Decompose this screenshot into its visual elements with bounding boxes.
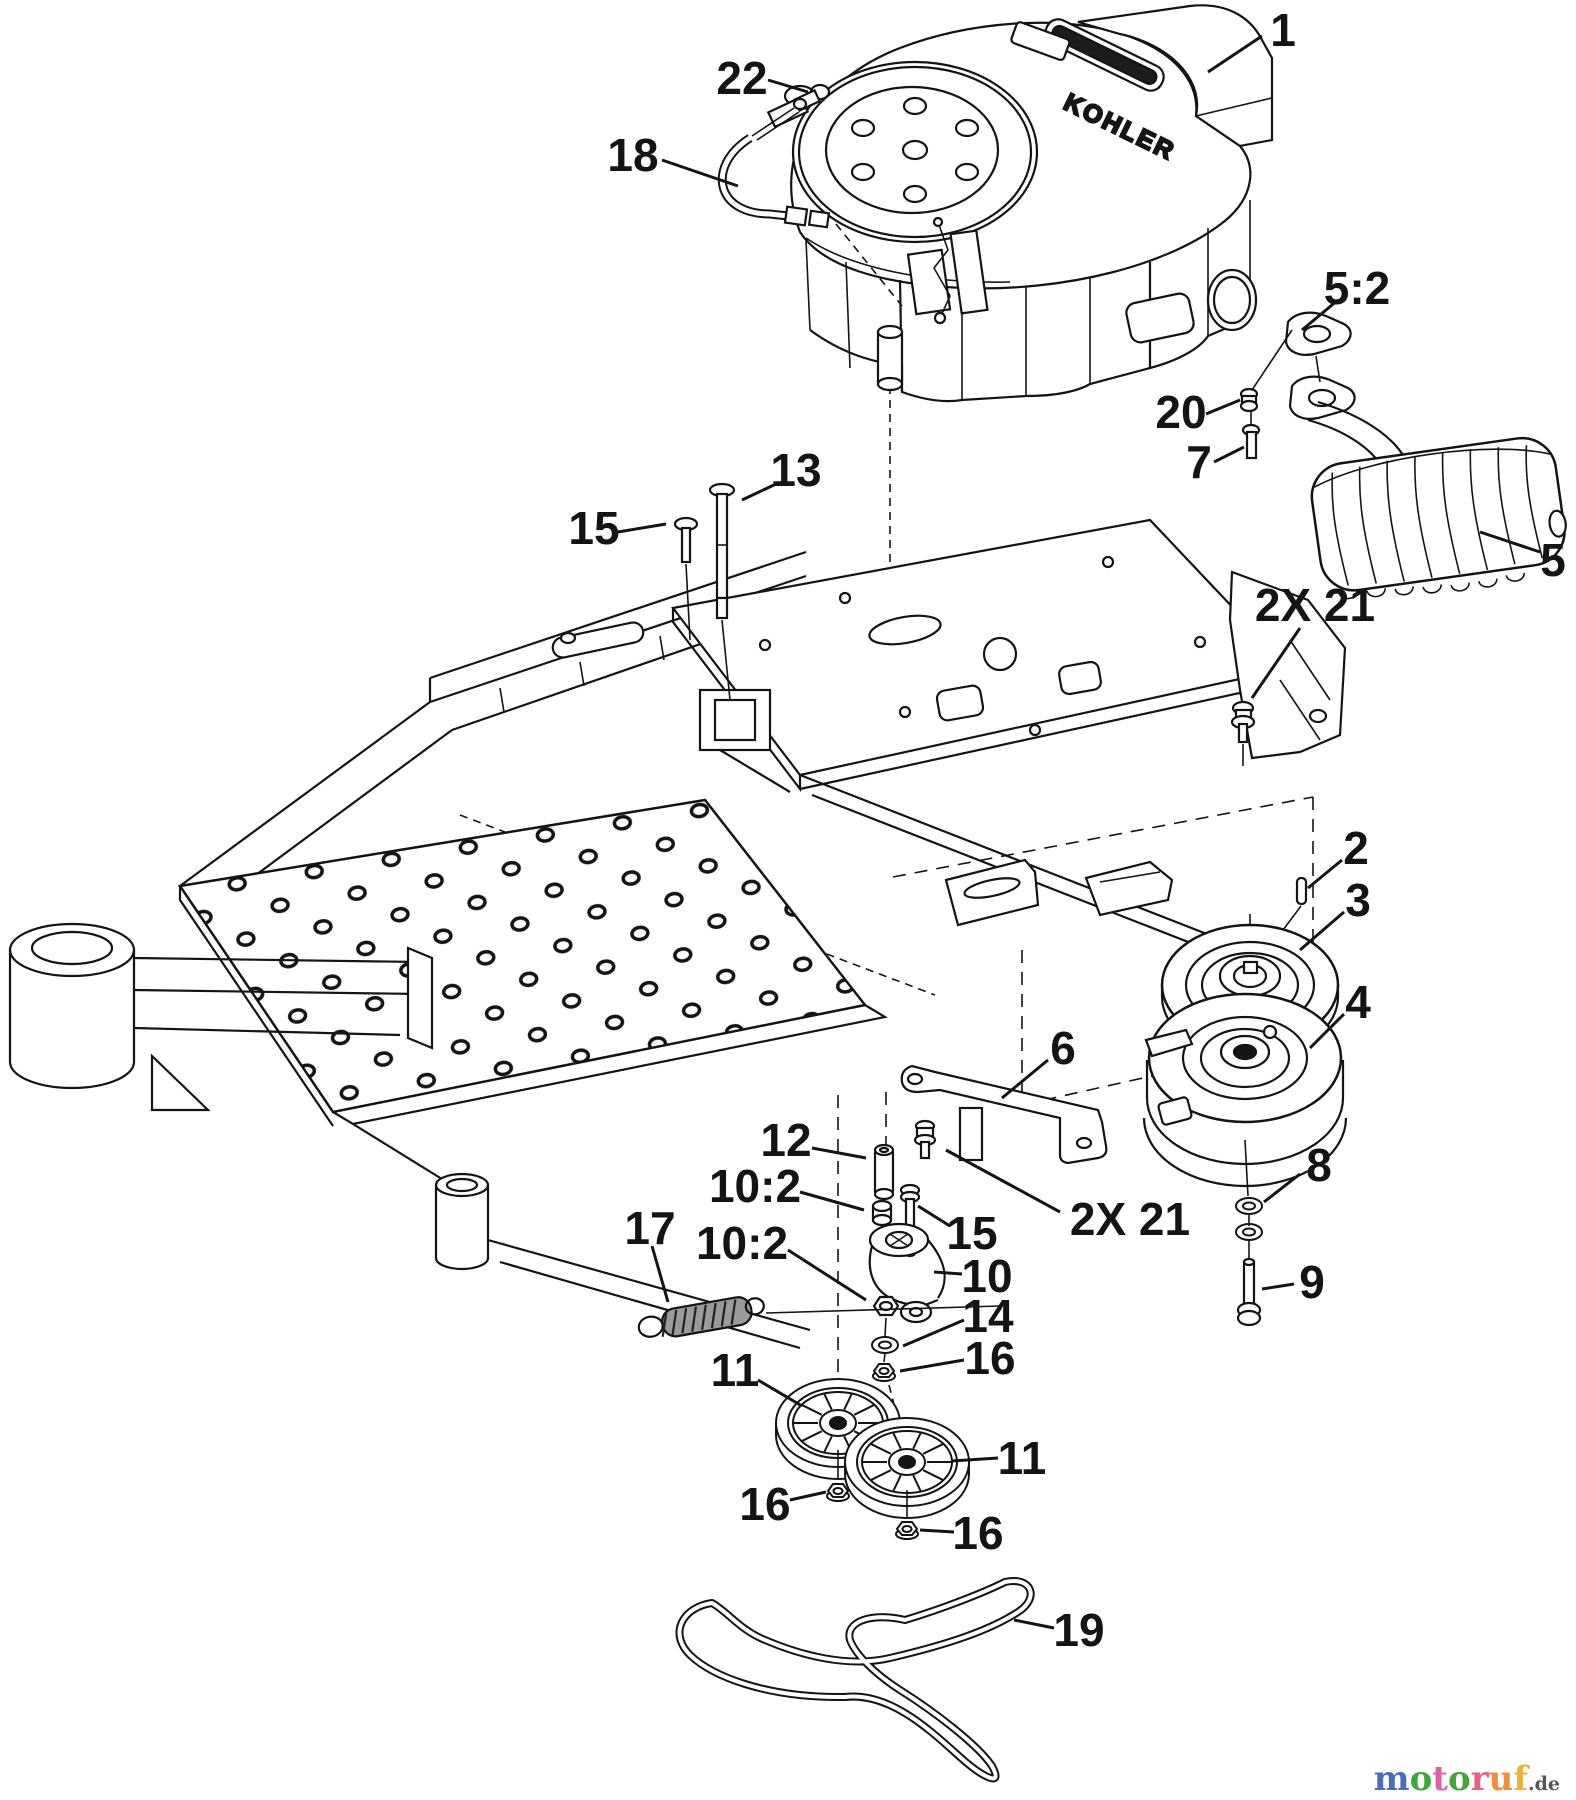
callout-15-mid: 15 — [946, 1207, 997, 1259]
callout-18: 18 — [607, 129, 658, 181]
callout-16-c: 16 — [952, 1507, 1003, 1559]
callout-2: 2 — [1343, 822, 1369, 874]
watermark-letter: t — [1432, 1759, 1448, 1799]
callout-20: 20 — [1155, 386, 1206, 438]
watermark-suffix: .de — [1528, 1773, 1560, 1795]
nut-20 — [1239, 387, 1259, 413]
muffler — [1307, 400, 1567, 600]
watermark-letter: f — [1513, 1759, 1530, 1799]
washer-14 — [870, 1335, 900, 1355]
idler-pulleys — [775, 1378, 970, 1540]
callout-6: 6 — [1050, 1022, 1076, 1074]
exhaust-flanges — [1239, 311, 1356, 460]
bushing-10-2-upper — [871, 1199, 893, 1227]
bolt-9 — [1236, 1257, 1262, 1327]
callout-14: 14 — [962, 1290, 1014, 1342]
engine-illustration: KOHLER — [766, 4, 1274, 403]
clutch-hardware — [1234, 1196, 1264, 1327]
callout-11-left: 11 — [711, 1344, 760, 1396]
drive-belt — [675, 1577, 1035, 1783]
callout-11-right: 11 — [998, 1432, 1047, 1484]
callout-10-2-a: 10:2 — [709, 1160, 801, 1212]
frame-weldment — [8, 518, 1347, 1350]
watermark-letter: o — [1410, 1759, 1433, 1799]
bolt-21-top — [1230, 700, 1256, 766]
electric-clutch — [1142, 992, 1348, 1197]
engine-badge — [1044, 18, 1165, 92]
callout-5: 5 — [1540, 534, 1566, 586]
callout-13: 13 — [770, 444, 821, 496]
callout-1: 1 — [1270, 4, 1296, 56]
callout-19: 19 — [1053, 1604, 1104, 1656]
bolt-21-bottom — [913, 1119, 937, 1160]
washer-8b — [1234, 1222, 1264, 1242]
watermark-letter: r — [1471, 1759, 1490, 1799]
callout-12: 12 — [760, 1114, 811, 1166]
washer-8a — [1234, 1196, 1264, 1216]
callout-16-b: 16 — [739, 1478, 790, 1530]
bolt-15-top — [673, 516, 699, 641]
callout-labels: 1 22 18 5:2 20 7 13 15 5 2X 21 2 3 4 6 8… — [568, 4, 1565, 1656]
nut-16-right — [895, 1521, 919, 1540]
callout-5-2: 5:2 — [1324, 262, 1390, 314]
callout-4: 4 — [1345, 976, 1371, 1028]
nut-16-left — [826, 1483, 850, 1502]
oil-drain-hose — [717, 83, 903, 307]
clutch-stop-bracket — [900, 1064, 1108, 1165]
callout-9: 9 — [1299, 1256, 1325, 1308]
callout-8: 8 — [1306, 1139, 1332, 1191]
watermark-letter: o — [1448, 1759, 1471, 1799]
watermark-logo: motoruf.de — [1374, 1759, 1560, 1799]
callout-10: 10 — [961, 1250, 1012, 1302]
callout-3: 3 — [1345, 874, 1371, 926]
bell-crank-10 — [868, 1222, 946, 1324]
watermark-letter: u — [1489, 1759, 1514, 1799]
spacer-12 — [873, 1143, 895, 1201]
callout-15-top: 15 — [568, 502, 619, 554]
callout-16-a: 16 — [964, 1332, 1015, 1384]
callout-7: 7 — [1186, 436, 1212, 488]
tension-spring-17 — [637, 1296, 1001, 1338]
callout-leader-lines — [617, 34, 1541, 1630]
callout-10-2-b: 10:2 — [696, 1217, 788, 1269]
callout-2x21-mid: 2X 21 — [1070, 1193, 1190, 1245]
idler-arm-assembly — [868, 1143, 946, 1383]
callout-22: 22 — [716, 52, 767, 104]
bolt-7 — [1241, 423, 1261, 460]
callout-17: 17 — [624, 1202, 675, 1254]
watermark-letter: m — [1374, 1759, 1410, 1799]
fitting-22 — [792, 83, 831, 112]
callout-2x21-top: 2X 21 — [1255, 579, 1375, 631]
bolt-13 — [708, 482, 736, 701]
nut-10-2-lower — [872, 1295, 900, 1317]
nut-16-top — [871, 1362, 897, 1383]
